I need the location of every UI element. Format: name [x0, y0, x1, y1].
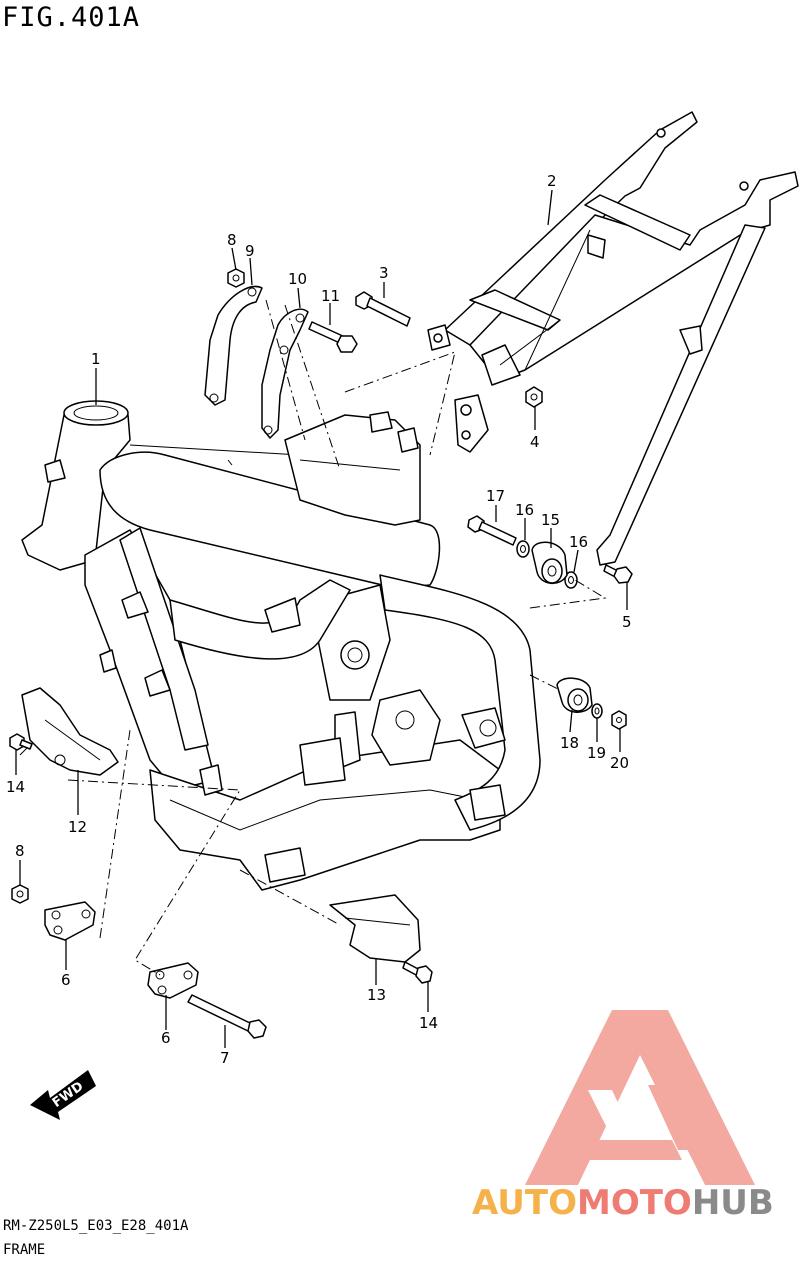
watermark-moto: MOTO [576, 1183, 692, 1223]
nut-20[interactable] [611, 710, 627, 730]
bolt-14-right[interactable] [402, 961, 433, 984]
callout-8-bottom: 8 [15, 842, 25, 860]
callout-13: 13 [367, 986, 386, 1004]
bolt-5[interactable] [603, 564, 633, 584]
callout-7: 7 [220, 1049, 230, 1067]
callout-1: 1 [91, 350, 101, 368]
figure-code: RM-Z250L5_E03_E28_401A [3, 1218, 189, 1234]
callout-17: 17 [486, 487, 505, 505]
frame-guard-13[interactable] [329, 894, 421, 963]
bolt-14-left[interactable] [9, 733, 33, 751]
watermark-hub: HUB [691, 1183, 774, 1223]
callout-16-left: 16 [515, 501, 534, 519]
watermark-auto: AUTO [472, 1183, 577, 1223]
callout-15: 15 [541, 511, 560, 529]
figure-name: FRAME [3, 1242, 46, 1258]
callout-16-right: 16 [569, 533, 588, 551]
engine-bracket-9[interactable] [204, 285, 263, 406]
callout-2: 2 [547, 172, 557, 190]
washer-16-right[interactable] [564, 571, 578, 589]
callout-14-right: 14 [419, 1014, 438, 1032]
bolt-11[interactable] [308, 321, 358, 353]
callout-5: 5 [622, 613, 632, 631]
bolt-17[interactable] [467, 515, 517, 546]
mount-plate-6-bottom[interactable] [147, 962, 199, 999]
callout-20: 20 [610, 754, 629, 772]
nut-4[interactable] [525, 386, 543, 408]
callout-9: 9 [245, 242, 255, 260]
callout-19: 19 [587, 744, 606, 762]
watermark-logo: AUTOMOTOHUB [472, 1183, 774, 1223]
frame-guard-12[interactable] [21, 687, 119, 776]
assembly-lines [19, 299, 607, 976]
callout-10: 10 [288, 270, 307, 288]
long-bolt-7[interactable] [187, 994, 267, 1039]
mount-plate-6-left[interactable] [44, 901, 96, 941]
collar-18[interactable] [556, 677, 593, 713]
rear-subframe[interactable] [427, 111, 799, 566]
callout-18: 18 [560, 734, 579, 752]
washer-16-left[interactable] [516, 540, 530, 558]
callout-4: 4 [530, 433, 540, 451]
callout-11: 11 [321, 287, 340, 305]
engine-bracket-10[interactable] [261, 308, 309, 439]
callout-14-left: 14 [6, 778, 25, 796]
callout-3: 3 [379, 264, 389, 282]
figure-title: FIG.401A [2, 2, 141, 33]
callout-6-left: 6 [61, 971, 71, 989]
callout-8-top: 8 [227, 231, 237, 249]
watermark-triangle-icon [525, 1010, 755, 1185]
main-frame[interactable] [21, 400, 541, 891]
callout-12: 12 [68, 818, 87, 836]
collar-15[interactable] [531, 541, 568, 584]
bolt-3[interactable] [355, 291, 411, 327]
leader-lines [15, 189, 628, 1048]
nut-8-bottom[interactable] [11, 884, 29, 904]
washer-19[interactable] [591, 703, 603, 719]
forward-arrow-icon: FWD [30, 1070, 96, 1120]
callout-labels: 1 2 3 4 5 6 6 7 8 8 9 10 11 12 13 14 14 … [6, 172, 632, 1067]
callout-6-bottom: 6 [161, 1029, 171, 1047]
nut-8-top[interactable] [227, 268, 245, 288]
